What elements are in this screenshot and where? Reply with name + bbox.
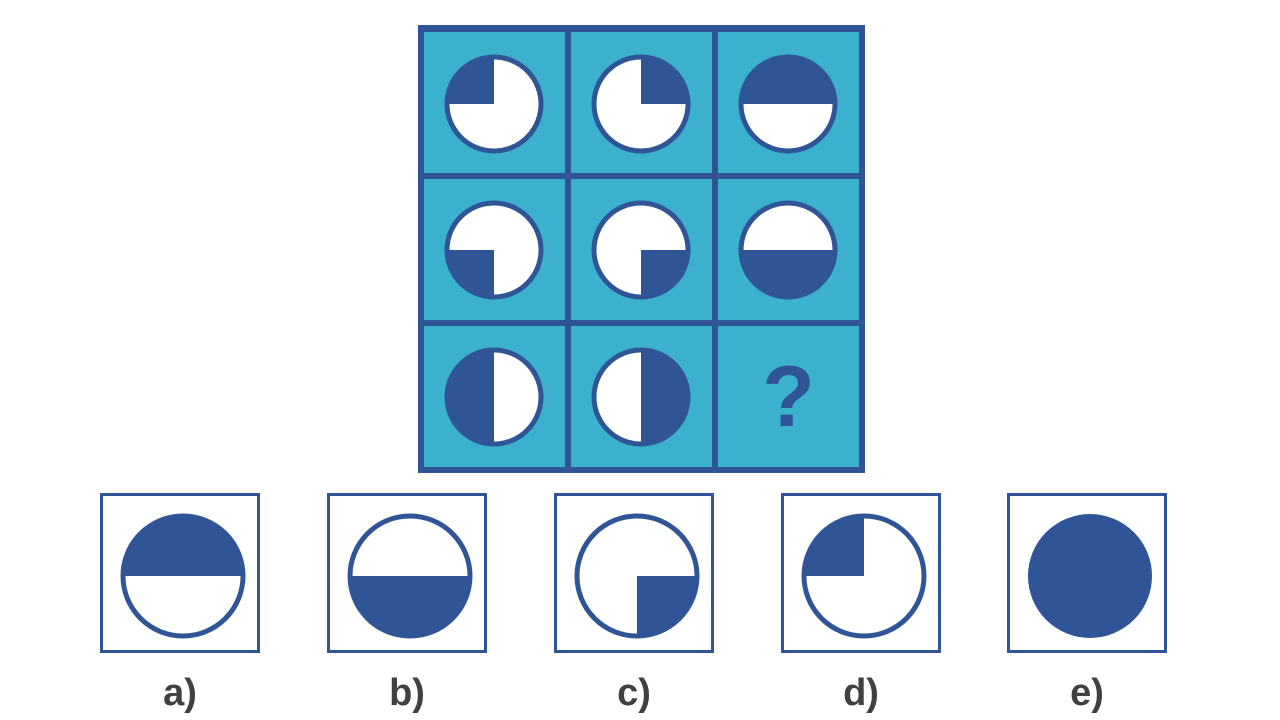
circle-half-right-icon: [591, 347, 691, 447]
circle-half-left-icon: [444, 347, 544, 447]
grid-cell-4: [424, 179, 565, 320]
option-b[interactable]: [327, 493, 487, 653]
circle-quarter-bottom-right-icon: [574, 513, 700, 639]
question-mark: ?: [762, 348, 815, 445]
circle-quarter-bottom-left-icon: [444, 200, 544, 300]
circle-half-top-icon: [120, 513, 246, 639]
circle-half-bottom-icon: [738, 200, 838, 300]
grid-cell-5: [571, 179, 712, 320]
circle-full-icon: [1028, 514, 1152, 638]
grid-cell-3: [718, 32, 859, 173]
circle-quarter-bottom-right-icon: [591, 200, 691, 300]
circle-quarter-top-left-icon: [444, 54, 544, 154]
grid-cell-8: [571, 326, 712, 467]
grid-cell-1: [424, 32, 565, 173]
puzzle-grid: ?: [418, 25, 865, 473]
grid-cell-2: [571, 32, 712, 173]
circle-quarter-top-right-icon: [591, 54, 691, 154]
option-d-label: d): [843, 672, 879, 714]
circle-half-top-icon: [738, 54, 838, 154]
grid-cell-6: [718, 179, 859, 320]
option-b-label: b): [389, 672, 425, 714]
circle-half-bottom-icon: [347, 513, 473, 639]
grid-cell-9: ?: [718, 326, 859, 467]
option-c[interactable]: [554, 493, 714, 653]
grid-cell-7: [424, 326, 565, 467]
circle-quarter-top-left-icon: [801, 513, 927, 639]
option-a-label: a): [163, 672, 197, 714]
option-d[interactable]: [781, 493, 941, 653]
option-c-label: c): [617, 672, 651, 714]
option-e-label: e): [1070, 672, 1104, 714]
option-e[interactable]: [1007, 493, 1167, 653]
option-a[interactable]: [100, 493, 260, 653]
